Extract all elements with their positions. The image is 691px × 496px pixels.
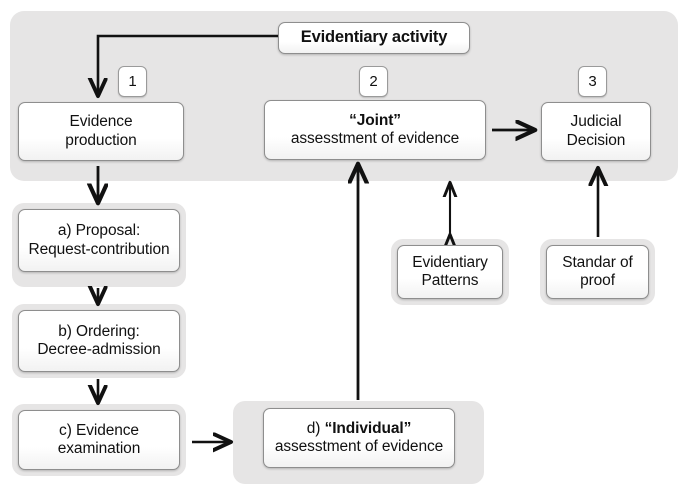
node-proposal-line2: Request-contribution bbox=[28, 240, 170, 258]
node-evidence-production-line1: Evidence bbox=[69, 113, 133, 131]
node-joint-assessment: “Joint” assesstment of evidence bbox=[264, 100, 486, 160]
node-judicial-decision-line1: Judicial bbox=[570, 113, 622, 131]
node-evidentiary-patterns: Evidentiary Patterns bbox=[397, 245, 503, 299]
node-ordering-line2: Decree-admission bbox=[37, 341, 161, 358]
node-evidentiary-patterns-line2: Patterns bbox=[421, 272, 479, 289]
node-evidentiary-patterns-line1: Evidentiary bbox=[412, 253, 488, 271]
node-individual-assessment: d) “Individual” assesstment of evidence bbox=[263, 408, 455, 468]
stage-badge-3-label: 3 bbox=[588, 73, 597, 90]
stage-badge-1-label: 1 bbox=[128, 73, 137, 90]
node-evidence-production-line2: production bbox=[65, 131, 137, 149]
node-individual-assessment-line2: assesstment of evidence bbox=[274, 438, 444, 455]
node-joint-assessment-line1: “Joint” bbox=[349, 111, 401, 129]
node-judicial-decision-line2: Decision bbox=[566, 131, 626, 149]
node-ordering-line1: b) Ordering: bbox=[58, 322, 140, 340]
stage-badge-3: 3 bbox=[578, 66, 607, 97]
node-standard-of-proof: Standar of proof bbox=[546, 245, 649, 299]
node-joint-assessment-line2: assesstment of evidence bbox=[290, 130, 460, 147]
node-standard-of-proof-line2: proof bbox=[580, 272, 615, 289]
diagram-title-box: Evidentiary activity bbox=[278, 22, 470, 54]
node-proposal-line1: a) Proposal: bbox=[57, 222, 141, 240]
node-judicial-decision: Judicial Decision bbox=[541, 102, 651, 161]
stage-badge-1: 1 bbox=[118, 66, 147, 97]
node-individual-assessment-prefix: d) bbox=[306, 419, 325, 437]
stage-badge-2: 2 bbox=[359, 66, 388, 97]
node-individual-assessment-line1: d) “Individual” bbox=[306, 419, 412, 438]
node-evidence-examination-line1: c) Evidence bbox=[59, 421, 139, 439]
node-evidence-examination: c) Evidence examination bbox=[18, 410, 180, 470]
node-proposal: a) Proposal: Request-contribution bbox=[18, 209, 180, 272]
stage-badge-2-label: 2 bbox=[369, 73, 378, 90]
node-evidence-production: Evidence production bbox=[18, 102, 184, 161]
node-evidence-examination-line2: examination bbox=[57, 440, 141, 457]
node-ordering: b) Ordering: Decree-admission bbox=[18, 310, 180, 372]
diagram-title: Evidentiary activity bbox=[300, 28, 448, 47]
node-standard-of-proof-line1: Standar of bbox=[562, 253, 633, 271]
node-individual-assessment-emphasis: “Individual” bbox=[324, 419, 412, 437]
